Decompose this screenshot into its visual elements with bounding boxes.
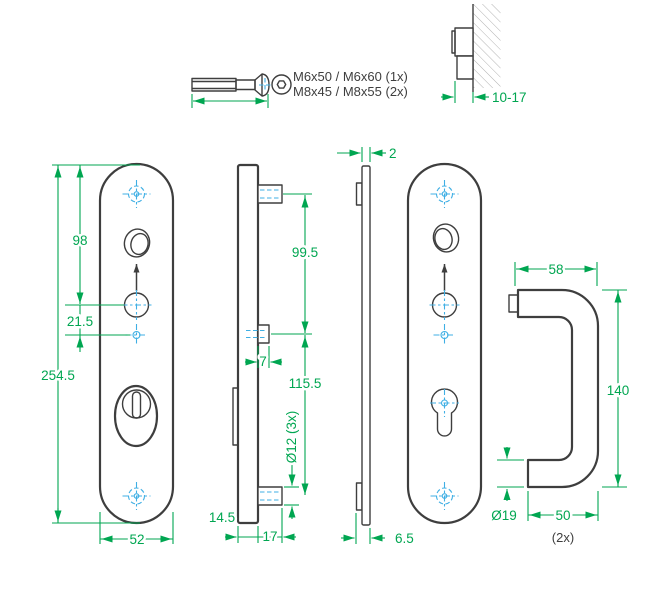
dim-boss-diameter-label: Ø12 (3x) [284,411,299,464]
screw-side-icon [191,73,271,97]
handle-collar [432,223,460,253]
inner-plate-front-view [406,162,483,525]
insert-dimensions [337,147,386,544]
dim-52-label: 52 [129,532,144,547]
dim-58-label: 58 [548,262,563,277]
dim-19-label: Ø19 [491,508,517,523]
cylinder-guard [113,384,159,448]
dim-115-5-label: 115.5 [289,376,322,391]
pull-handle-view: 58 140 Ø19 50 (2x) [489,260,632,548]
outer-plate-front-view: 98 21.5 254.5 52 [39,162,175,550]
protrusion-range-label: 10-17 [492,90,527,105]
screw-spec-line1: M6x50 / M6x60 (1x) [293,69,408,84]
outer-plate-dimensions [52,164,174,544]
side-view-dimensions [225,193,312,543]
wall-hatching [473,4,501,88]
screw-length-dimension [191,94,269,108]
cylinder-protrusion-icon [451,27,474,80]
screw-boss-bottom [257,486,283,506]
screw-boss-top [257,184,283,204]
dim-17-label: 17 [262,529,277,544]
protrusion-dimension [441,81,489,103]
insert-tab-top [355,182,363,206]
handle-collar [123,228,151,258]
screw-head-icon [271,74,292,95]
dim-254-5-label: 254.5 [41,368,75,383]
steel-insert-view: 2 6.5 [337,144,416,549]
dim-2-label: 2 [389,146,397,161]
plate-side-view: 99.5 115.5 Ø12 (3x) 7 14.5 17 [206,163,324,547]
screw-detail: M6x50 / M6x60 (1x) M8x45 / M8x55 (2x) [191,67,410,108]
handle-quantity-label: (2x) [552,530,574,545]
screw-spec-line2: M8x45 / M8x55 (2x) [293,84,408,99]
side-plate-outline [236,163,260,525]
euro-cylinder-cutout [430,388,459,437]
dim-98-label: 98 [72,233,87,248]
dim-14-5-label: 14.5 [209,510,235,525]
dim-99-5-label: 99.5 [292,245,318,260]
screw-boss-middle [246,324,270,344]
dim-7-label: 7 [259,354,267,369]
dim-6-5-label: 6.5 [395,531,414,546]
dim-50-label: 50 [555,508,570,523]
dim-140-label: 140 [607,383,630,398]
handle-ferrule [508,294,519,313]
wall-section-detail: 10-17 [441,4,529,108]
handle-dimensions [497,262,627,521]
insert-plate-outline [361,165,371,526]
handle-outline [516,288,600,489]
dim-21-5-label: 21.5 [67,314,93,329]
insert-tab-bottom [355,482,363,511]
